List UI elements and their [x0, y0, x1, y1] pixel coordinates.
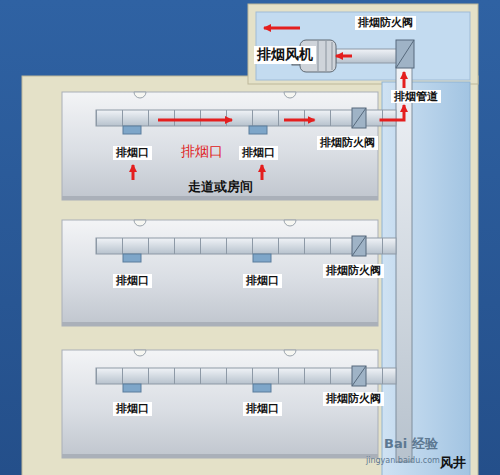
- flow-arrow: [403, 72, 406, 88]
- node-text: 排烟防火阀: [323, 392, 384, 406]
- fire-damper: 排烟防火阀: [321, 262, 386, 280]
- node-text: 排烟口: [243, 402, 282, 416]
- flow-arrow: [380, 105, 405, 120]
- node-text: 排烟防火阀: [323, 264, 384, 278]
- node-text: 排烟风机: [254, 46, 316, 64]
- watermark: jingyan.baidu.com: [366, 456, 440, 466]
- flow-arrow: [336, 55, 352, 58]
- vertical-duct: [396, 66, 412, 462]
- fire-damper: 排烟防火阀: [315, 114, 380, 150]
- smoke-vent: 排烟口: [236, 400, 288, 418]
- node-text: 排烟防火阀: [317, 136, 378, 150]
- watermark: Bai: [384, 436, 407, 452]
- flow-arrow: [284, 119, 315, 122]
- shaft-label: 风井: [440, 455, 466, 471]
- node-text: 走道或房间: [188, 179, 253, 195]
- node-text: 排烟管道: [391, 90, 441, 104]
- smoke-vents: [123, 126, 271, 392]
- smoke-vent: 排烟口: [236, 272, 288, 290]
- building-walls: [22, 4, 478, 475]
- floor-ducts: [96, 110, 396, 384]
- air-shaft: [382, 82, 470, 475]
- node-text: 排烟口: [113, 146, 152, 160]
- watermark: 经验: [412, 436, 438, 452]
- red-vent-label: 排烟口: [181, 143, 223, 160]
- fire-damper-label: 排烟防火阀: [352, 16, 418, 72]
- node-text: 排烟口: [113, 402, 152, 416]
- smoke-vent: 排烟口: [232, 114, 284, 160]
- smoke-vent: 排烟口: [106, 272, 158, 290]
- flow-arrow: [158, 119, 232, 122]
- ceiling-lights: [134, 92, 296, 356]
- fire-damper: 排烟防火阀: [321, 390, 386, 408]
- node-text: 排烟口: [243, 274, 282, 288]
- exhaust-fan: 排烟风机: [254, 38, 336, 72]
- node-text: 排烟口: [113, 274, 152, 288]
- node-text: 排烟防火阀: [355, 16, 416, 30]
- node-text: 排烟口: [239, 146, 278, 160]
- smoke-vent: 排烟口: [106, 400, 158, 418]
- duct-label: 排烟管道: [386, 88, 446, 105]
- smoke-vent: 排烟口: [106, 114, 158, 160]
